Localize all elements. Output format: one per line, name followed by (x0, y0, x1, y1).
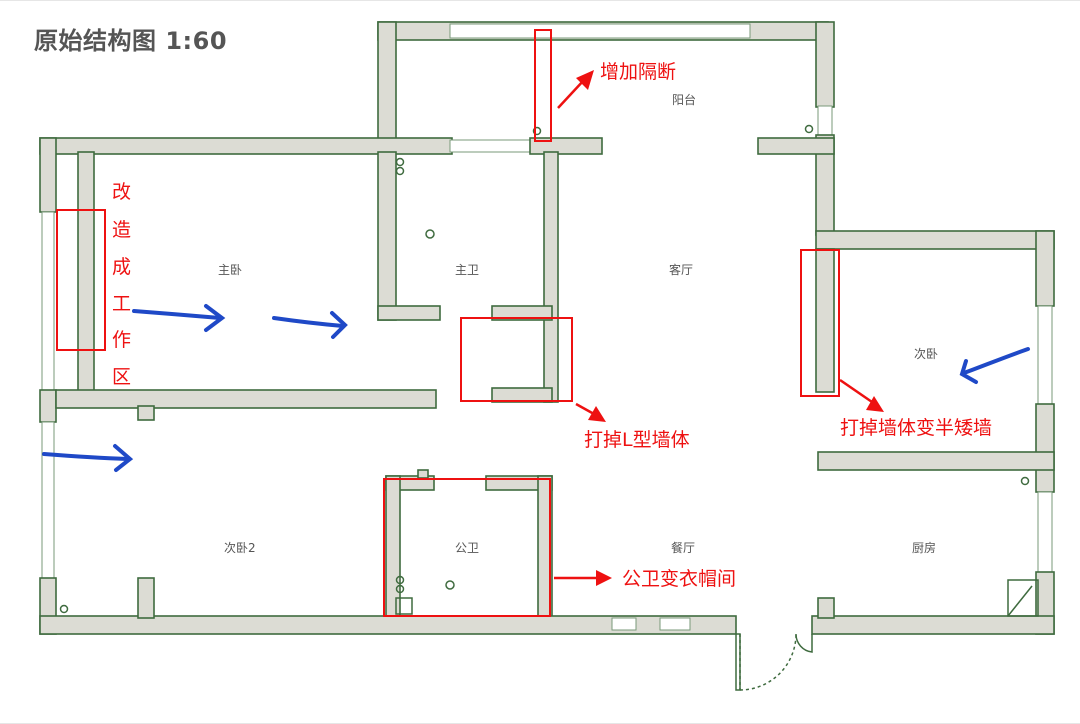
workspace-char: 改 (112, 181, 131, 203)
room-kitchen: 厨房 (912, 540, 936, 555)
fixtures (59, 124, 1039, 691)
second-bedroom-right-wall (1035, 230, 1055, 307)
blue-arrows (42, 304, 1030, 472)
shaft-diagonal (1007, 585, 1033, 617)
wall-stub-2 (417, 469, 429, 479)
note-remove-l-wall: 打掉L型墙体 (584, 429, 690, 451)
public-bath-box (383, 478, 551, 617)
pipe (59, 604, 69, 614)
entry-door-swing (739, 633, 797, 691)
l-wall-arrow-head (588, 406, 606, 422)
blue-arrow-head (113, 444, 134, 472)
room-public-bath: 公卫 (455, 541, 479, 555)
balcony-window (449, 23, 751, 39)
note-cloakroom: 公卫变衣帽间 (622, 568, 736, 590)
half-wall-arrow (839, 378, 873, 404)
entry-door-leaf (735, 633, 741, 691)
second-bedroom-top-wall (815, 230, 1055, 250)
pipe (395, 575, 405, 585)
master-inner-wall (77, 151, 95, 395)
kitchen-shaft (1007, 579, 1039, 617)
pipe (804, 124, 814, 134)
right-wall-mid (1035, 403, 1055, 493)
blue-arrow (962, 347, 1030, 375)
room-second-bedroom-2: 次卧2 (224, 541, 256, 555)
pipe (395, 157, 405, 167)
floor-drain (425, 229, 435, 239)
blue-arrow-head (959, 359, 978, 384)
cloakroom-arrow-head (596, 570, 612, 586)
balcony-divider-wall-right (757, 137, 835, 155)
door-stub (817, 597, 835, 619)
l-wall-box (460, 317, 573, 402)
blue-arrow-head (330, 311, 348, 339)
bedroom2-stub (137, 577, 155, 619)
half-wall-arrow-head (866, 396, 884, 412)
master-window (41, 211, 55, 391)
entry-door-small (795, 633, 813, 653)
pipe (1020, 476, 1030, 486)
room-balcony: 阳台 (672, 92, 696, 107)
pipe (395, 166, 405, 176)
balcony-left-wall (377, 21, 397, 141)
second-bedroom-bottom-wall (817, 451, 1055, 471)
room-master-bedroom: 主卧 (218, 263, 242, 277)
partition-box (534, 29, 552, 142)
vent (611, 617, 637, 631)
room-master-bath: 主卫 (455, 263, 479, 277)
balcony-right-wall (815, 21, 835, 108)
kitchen-window (1037, 491, 1053, 573)
l-wall-top (491, 305, 553, 321)
room-living-room: 客厅 (669, 262, 693, 277)
room-second-bedroom: 次卧 (914, 347, 938, 361)
room-dining-room: 餐厅 (671, 540, 695, 555)
room-labels: 阳台 主卧 主卫 客厅 次卧 次卧2 公卫 餐厅 厨房 (218, 92, 938, 555)
bath-window (449, 139, 531, 153)
walls (39, 21, 1055, 635)
public-bath-left-wall (385, 475, 401, 619)
partition-arrow-head (576, 70, 594, 90)
l-wall-bottom (491, 387, 553, 403)
partition-arrow (557, 79, 585, 109)
pipe (395, 584, 405, 594)
second-bedroom-window (1037, 305, 1053, 407)
page-title: 原始结构图 1:60 (34, 27, 228, 55)
workspace-char: 工 (112, 293, 131, 315)
master-bath-bottom-wall (377, 305, 441, 321)
vent-2 (659, 617, 691, 631)
master-bath-right-wall (543, 151, 559, 403)
workspace-box (56, 209, 106, 351)
left-wall-mid (39, 389, 57, 423)
note-half-wall: 打掉墙体变半矮墙 (840, 417, 992, 439)
balcony-side-window (817, 105, 833, 137)
floor-drain (445, 580, 455, 590)
note-add-partition: 增加隔断 (600, 61, 676, 83)
blue-arrow (42, 452, 130, 461)
l-wall-arrow (575, 402, 595, 416)
wall-stub (137, 405, 155, 421)
left-wall-top (39, 137, 57, 213)
master-bath-left-wall (377, 151, 397, 321)
pipe (532, 126, 542, 136)
red-markup: 增加隔断 改 造 成 工 作 区 打掉L型墙体 打掉墙体变半矮墙 公卫变衣帽间 (56, 29, 992, 617)
blue-arrow (272, 316, 345, 328)
workspace-char: 作 (112, 329, 131, 351)
workspace-char: 成 (112, 256, 131, 278)
master-bottom-wall (55, 389, 437, 409)
workspace-char: 区 (112, 366, 131, 388)
half-wall-box (800, 249, 840, 397)
half-wall-target (815, 248, 835, 393)
blue-arrow (132, 309, 222, 320)
workspace-char: 造 (112, 219, 131, 241)
blue-arrow-head (204, 304, 226, 332)
bottom-wall-right (811, 615, 1055, 635)
bedroom2-window (41, 421, 55, 581)
shaft (395, 597, 413, 615)
